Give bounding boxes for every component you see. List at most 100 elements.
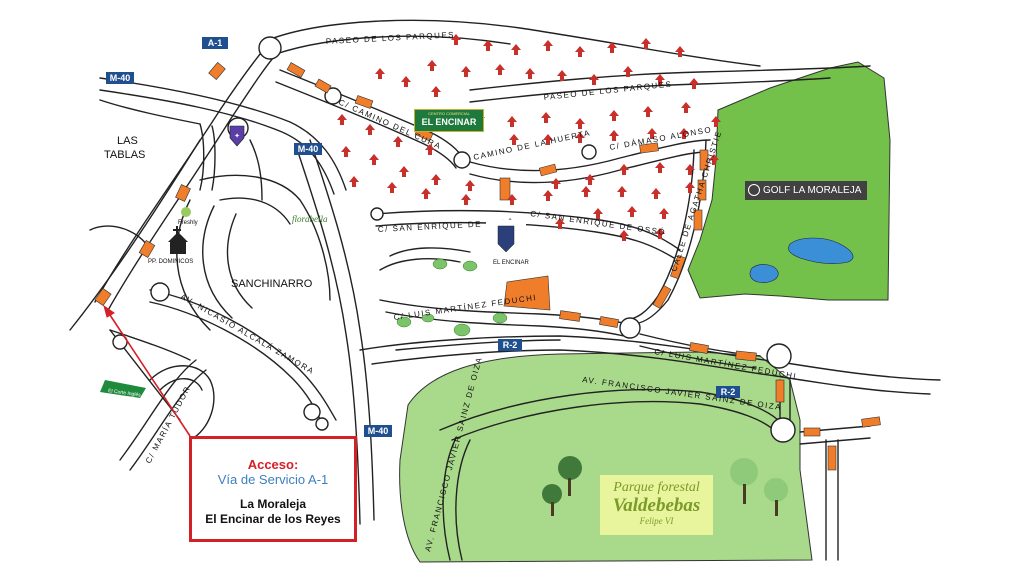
tree-icon	[465, 180, 475, 191]
tree-icon	[589, 74, 599, 85]
poi-freshly-label: Freshly	[178, 220, 198, 226]
tree-icon	[659, 208, 669, 219]
access-dest-2: El Encinar de los Reyes	[205, 512, 341, 526]
cc-big-text: EL ENCINAR	[421, 117, 477, 127]
tree-icon	[461, 66, 471, 77]
tree-icon	[509, 134, 519, 145]
golf-icon	[748, 184, 760, 196]
access-dest-1: La Moraleja	[239, 497, 307, 511]
golf-lake-1	[788, 237, 854, 264]
poi-el-encinar-small-label: EL ENCINAR	[493, 260, 529, 266]
poi-corte-ingles: El Corte Inglés	[100, 380, 146, 399]
tree-icon	[679, 128, 689, 139]
poi-freshly: Freshly	[178, 207, 198, 226]
tree-icon	[575, 118, 585, 129]
m40-mid-road-tag	[294, 143, 322, 155]
tree-icon	[647, 128, 657, 139]
tree-icon	[543, 134, 553, 145]
road-network	[69, 19, 941, 561]
tree-icon	[483, 40, 493, 51]
tree-icon	[507, 116, 517, 127]
r2-right-road-tag	[716, 386, 740, 398]
tree-icon	[341, 146, 351, 157]
m40-mid-road-label: M-40	[298, 144, 319, 154]
tree-icon	[689, 78, 699, 89]
tree-icon	[651, 188, 661, 199]
access-arrow	[103, 304, 191, 437]
tree-icon	[393, 136, 403, 147]
tree-icon	[387, 182, 397, 193]
m40-top-road-tag	[106, 72, 134, 84]
tree-icon	[619, 230, 629, 241]
tree-icon	[431, 86, 441, 97]
tree-icon	[365, 124, 375, 135]
tree-icon	[337, 114, 347, 125]
tree-icon	[685, 164, 695, 175]
tree-icon	[543, 190, 553, 201]
el-encinar-plot	[503, 275, 551, 311]
tree-icon	[681, 102, 691, 113]
district-las-tablas-line1: LAS	[117, 135, 138, 147]
tree-icon	[375, 68, 385, 79]
tree-icon	[711, 116, 721, 127]
forest-trees	[337, 34, 721, 241]
tree-icon	[495, 64, 505, 75]
tree-icon	[421, 188, 431, 199]
tree-icon	[349, 176, 359, 187]
m40-bottom-road-label: M-40	[368, 426, 389, 436]
r2-left-road-label: R-2	[503, 340, 518, 350]
tree-icon	[617, 186, 627, 197]
tree-icon	[623, 66, 633, 77]
tree-icon	[541, 112, 551, 123]
tree-icon	[557, 70, 567, 81]
svg-text:✦: ✦	[234, 132, 240, 140]
access-destinations: La Moraleja El Encinar de los Reyes	[192, 497, 354, 527]
poi-corte-ingles-label: El Corte Inglés	[108, 388, 142, 399]
tree-icon	[685, 182, 695, 193]
tree-icon	[643, 106, 653, 117]
tree-icon	[709, 154, 719, 165]
golf-la-moraleja-label: GOLF LA MORALEJA	[745, 181, 867, 200]
tree-icon	[585, 174, 595, 185]
access-info-box: Acceso: Vía de Servicio A-1 La Moraleja …	[189, 436, 357, 542]
poi-church	[168, 226, 188, 254]
tree-icon	[593, 208, 603, 219]
tree-icon	[369, 154, 379, 165]
tree-icon	[543, 40, 553, 51]
tree-icon	[655, 228, 665, 239]
a1-road-tag	[202, 37, 228, 49]
bushes	[396, 258, 508, 337]
access-subtitle: Vía de Servicio A-1	[217, 472, 329, 487]
golf-lake-2	[749, 264, 779, 283]
tree-icon	[655, 74, 665, 85]
m40-bottom-road-tag	[364, 425, 392, 437]
tree-icon	[655, 162, 665, 173]
tree-icon	[575, 132, 585, 143]
tree-icon	[451, 34, 461, 45]
tree-icon	[427, 60, 437, 71]
district-las-tablas-line2: TABLAS	[104, 149, 145, 161]
access-title: Acceso:	[247, 457, 299, 472]
golf-label-text: GOLF LA MORALEJA	[763, 185, 862, 196]
park-line3: Felipe VI	[639, 516, 674, 526]
road-tags: A-1 M-40 M-40 M-40 R-2 R-2	[106, 37, 740, 437]
tree-icon	[607, 42, 617, 53]
park-trees	[542, 456, 788, 516]
poi-el-encinar-crest: EL ENCINAR	[486, 220, 529, 270]
r2-right-road-label: R-2	[721, 387, 736, 397]
tree-icon	[627, 206, 637, 217]
tree-icon	[507, 194, 517, 205]
park-line1: Parque forestal	[613, 480, 700, 495]
tree-icon	[525, 68, 535, 79]
tree-icon	[511, 44, 521, 55]
r2-left-road-tag	[498, 339, 522, 351]
tree-icon	[555, 218, 565, 229]
tree-icon	[609, 130, 619, 141]
tree-icon	[399, 166, 409, 177]
centro-comercial-el-encinar: CENTRO COMERCIAL EL ENCINAR	[414, 109, 484, 132]
poi-florabella-label: florabella	[292, 214, 328, 224]
tree-icon	[401, 76, 411, 87]
park-valdebebas-label: Parque forestal Valdebebas Felipe VI	[600, 475, 713, 535]
roundabouts	[112, 36, 796, 443]
